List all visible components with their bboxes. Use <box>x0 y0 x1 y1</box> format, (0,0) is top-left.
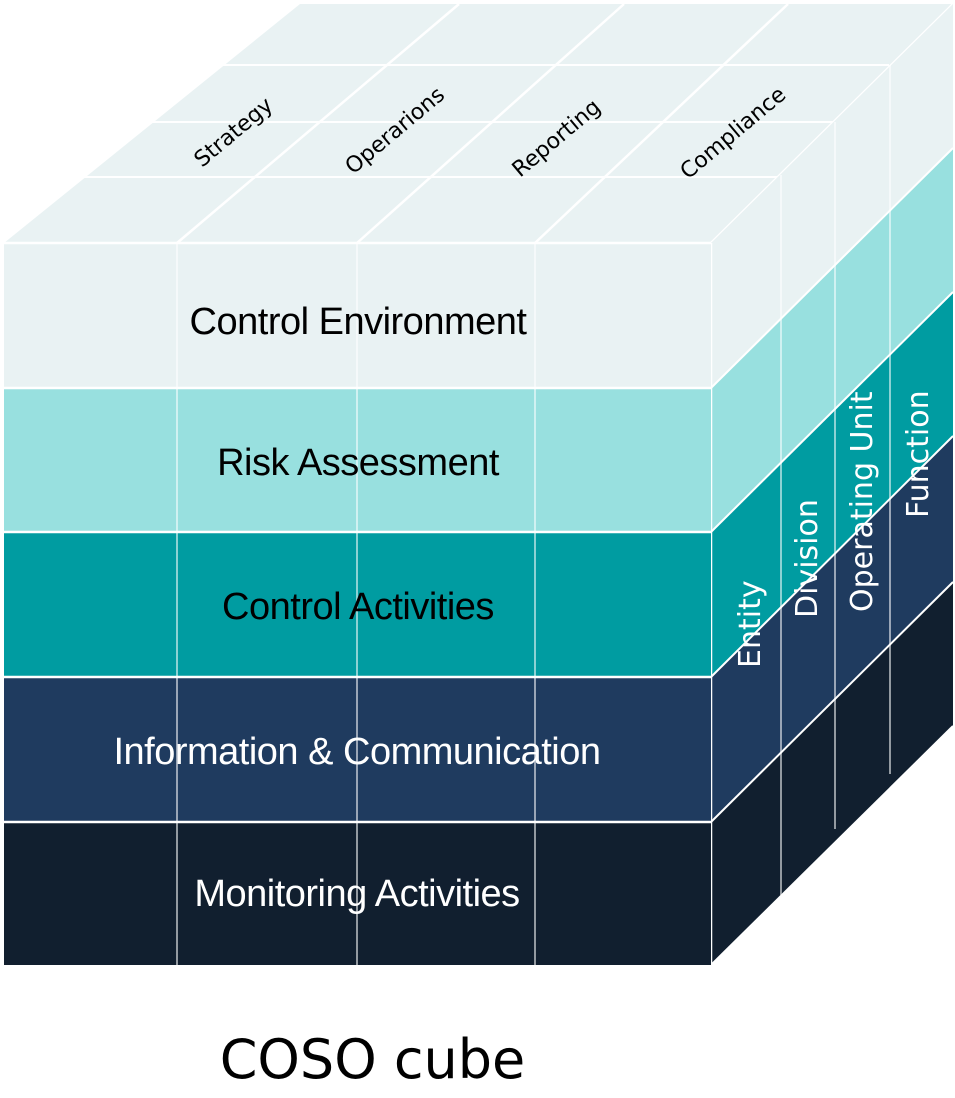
component-label: Monitoring Activities <box>194 873 519 915</box>
unit-label: Function <box>901 390 936 518</box>
side-band-monitoring-activities <box>711 582 953 965</box>
component-label: Control Activities <box>222 586 494 628</box>
side-band-risk-assessment <box>711 148 953 532</box>
side-face <box>709 4 954 966</box>
component-label: Information & Communication <box>113 731 600 773</box>
side-band-information-communication <box>711 436 953 822</box>
diagram-title: COSO cube <box>219 1028 526 1091</box>
unit-label: Operating Unit <box>845 391 880 612</box>
coso-cube: Control Environment Risk Assessment Cont… <box>4 3 954 966</box>
side-band-control-activities <box>711 292 953 677</box>
component-label: Control Environment <box>190 301 528 343</box>
unit-label: Entity <box>733 580 768 668</box>
top-face <box>4 3 954 244</box>
component-labels: Control Environment Risk Assessment Cont… <box>113 301 601 915</box>
front-face <box>4 241 711 965</box>
component-label: Risk Assessment <box>217 442 500 484</box>
side-band-control-environment <box>711 4 953 388</box>
unit-labels: Entity Division Operating Unit Function <box>733 390 936 668</box>
unit-label: Division <box>790 499 825 618</box>
